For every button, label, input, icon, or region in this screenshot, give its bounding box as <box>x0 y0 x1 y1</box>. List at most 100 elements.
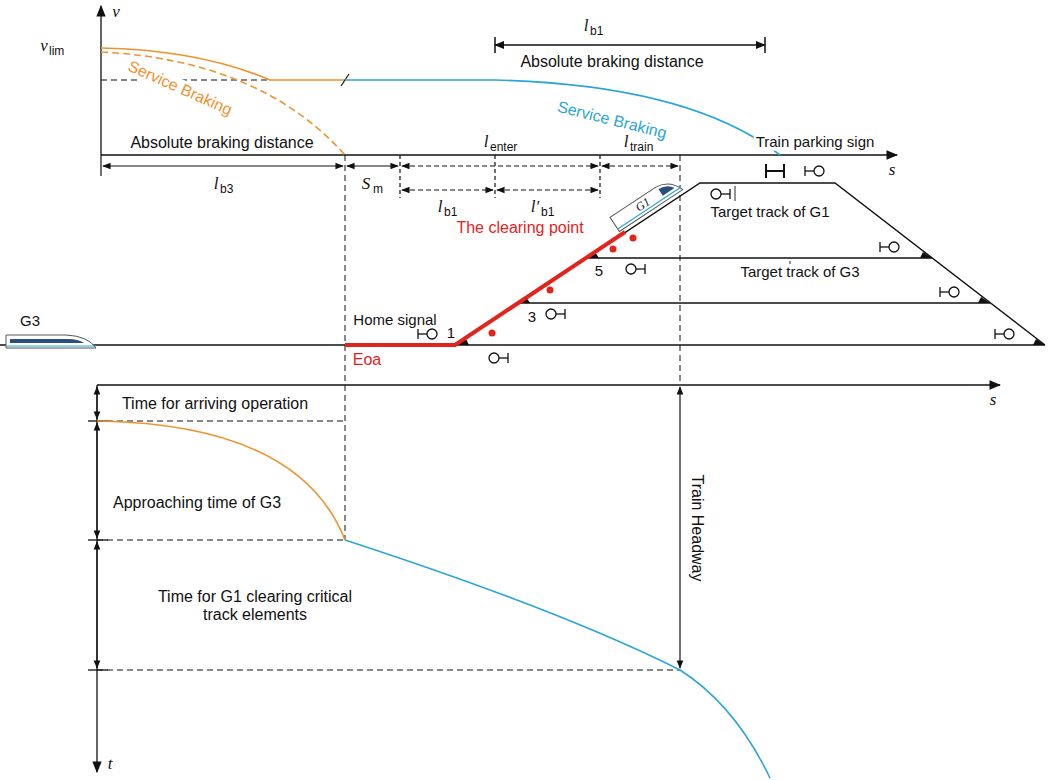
guide-lines-part <box>97 540 345 541</box>
train-name: G3 <box>20 313 40 330</box>
track-pointers <box>735 186 790 264</box>
distance-symbol: l <box>484 133 489 152</box>
curve-label: Service Braking <box>556 98 669 142</box>
signals-part <box>940 287 959 297</box>
guide-lines-part <box>97 670 680 671</box>
subscript: b1 <box>444 206 457 219</box>
time-axes-part <box>96 385 97 772</box>
station-tracks-part <box>0 344 1045 345</box>
train-g3-part <box>6 345 96 346</box>
time-intervals-part <box>96 542 97 668</box>
locked-route <box>345 232 637 345</box>
subscript: enter <box>490 141 517 154</box>
subscript: lim <box>49 45 64 58</box>
signals-part-part <box>427 329 437 339</box>
parking-sign-part <box>766 170 784 172</box>
signals-part-part <box>711 189 721 199</box>
time-intervals <box>97 387 680 668</box>
time-axes-part <box>97 384 1000 385</box>
axis-name: s <box>889 161 896 180</box>
axis-name: s <box>990 391 997 410</box>
signals-part <box>546 309 565 319</box>
signal-label: Home signal <box>353 312 436 329</box>
signals-part-part <box>636 268 645 269</box>
station-tracks-part <box>587 257 932 258</box>
time-curves-part <box>97 421 345 540</box>
interval-label: Time for G1 clearing critical track elem… <box>155 588 355 623</box>
sign-label: Train parking sign <box>754 134 877 151</box>
braking-dimension-part <box>494 37 496 53</box>
signals-part-part <box>889 242 899 252</box>
time-intervals-part <box>96 423 97 538</box>
locked-route-part <box>630 235 637 242</box>
switch-number: 3 <box>528 309 536 326</box>
headway-label: Train Headway <box>688 474 706 581</box>
speed-limit: v <box>40 37 48 56</box>
guide-lines-part <box>97 421 345 422</box>
time-intervals-part <box>679 387 680 668</box>
distance-dimensions-part <box>402 189 493 190</box>
signals-part-part <box>1004 329 1014 339</box>
train-g1-part <box>618 187 681 229</box>
train-g3 <box>6 335 96 348</box>
signals-part <box>995 329 1014 339</box>
speed-curves <box>101 48 780 155</box>
train-g1 <box>610 175 683 231</box>
locked-route-part <box>489 330 496 337</box>
distance-symbol: l <box>624 133 629 152</box>
distance-caption: Absolute braking distance <box>520 53 703 71</box>
axis-name: t <box>108 755 113 774</box>
signals-part <box>418 329 437 339</box>
axis-name: v <box>112 3 120 22</box>
time-axes-part <box>88 539 108 540</box>
distance-dimensions-part <box>497 189 598 190</box>
signals-part-part <box>949 287 959 297</box>
switch-points-part <box>978 297 990 303</box>
distance-symbol: l′ <box>531 198 539 217</box>
switch-number: 1 <box>447 325 455 342</box>
subscript: b1 <box>590 25 603 38</box>
distance-dimensions-part <box>100 155 101 176</box>
time-intervals-part <box>96 387 97 419</box>
time-axes-part <box>88 669 108 670</box>
locked-route-part <box>345 232 625 345</box>
switch-points-part <box>920 252 932 258</box>
signals-part-part <box>626 264 636 274</box>
distance-dimensions-part <box>347 165 398 166</box>
signals-part-part <box>805 170 814 171</box>
signals-part-part <box>489 353 499 363</box>
distance-dimensions-part <box>602 165 678 166</box>
signals-part-part <box>814 166 824 176</box>
signals-part-part <box>721 193 730 194</box>
subscript: b3 <box>220 183 233 196</box>
signals-part-part <box>995 333 1004 334</box>
train-g3-part <box>10 339 84 343</box>
braking-dimension <box>495 37 765 53</box>
track-label: Target track of G3 <box>740 264 859 281</box>
distance-symbol: l <box>584 17 589 36</box>
switch-number: 5 <box>595 263 603 280</box>
train-g3-part <box>6 335 96 348</box>
curve-label: Service Braking <box>123 56 236 119</box>
braking-dimension-part <box>764 37 766 53</box>
guide-lines-part <box>345 155 346 540</box>
subscript: train <box>630 141 653 154</box>
distance-dimensions-part <box>402 165 598 166</box>
time-curves <box>97 421 770 778</box>
signals-part <box>489 353 508 363</box>
guide-lines <box>97 155 680 670</box>
distance-dimensions-part <box>103 165 343 166</box>
parking-sign <box>766 164 784 178</box>
track-label: Target track of G1 <box>710 204 829 221</box>
locked-route-part <box>547 287 554 294</box>
distance-dimensions-part <box>599 155 600 198</box>
eoa-label: Eoa <box>353 351 381 369</box>
time-axes <box>88 385 1000 772</box>
train-g1-part <box>610 175 683 231</box>
station-tracks <box>0 183 1045 345</box>
distance-symbol: l <box>438 198 443 217</box>
track-pointers-part <box>735 186 736 201</box>
distance-dimensions-part <box>399 155 400 198</box>
